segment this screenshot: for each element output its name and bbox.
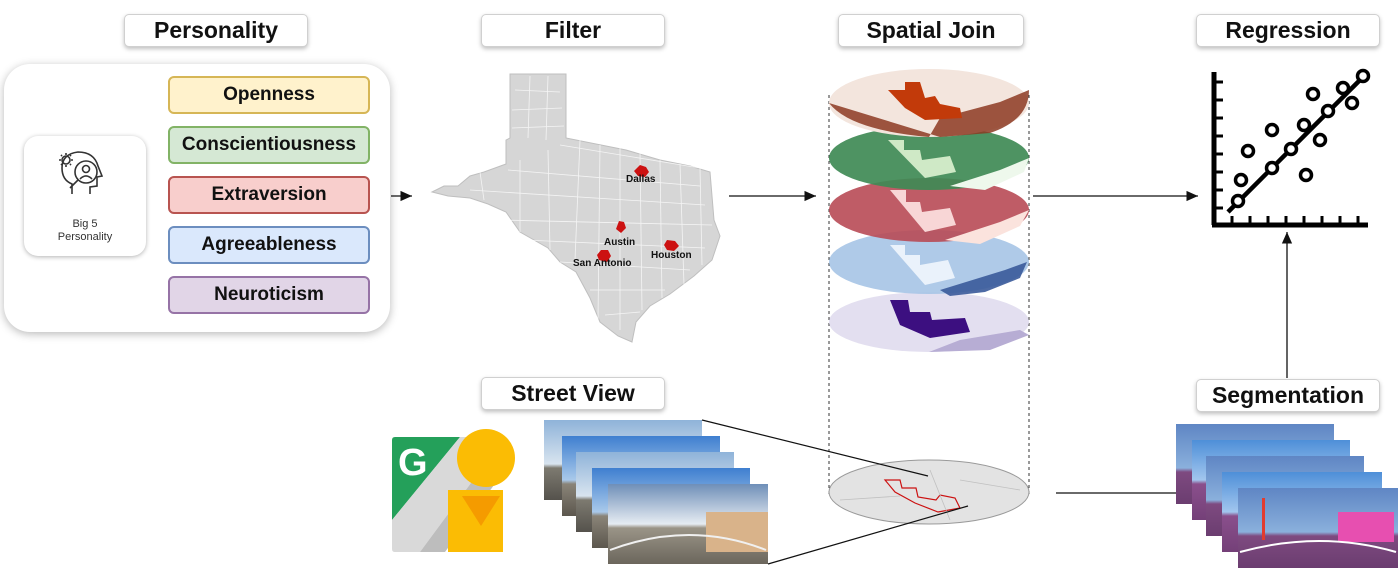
big5-label-line1: Big 5 xyxy=(72,218,98,230)
stage-title-spatial-join-text: Spatial Join xyxy=(866,17,996,43)
street-view-images xyxy=(544,419,969,565)
street-view-logo-graphic xyxy=(392,429,515,552)
layer-1 xyxy=(829,69,1029,137)
stage-title-regression-text: Regression xyxy=(1225,17,1351,43)
city-label-dallas: Dallas xyxy=(626,174,656,185)
layer-5 xyxy=(829,292,1029,352)
trait-agreeableness-label: Agreeableness xyxy=(201,234,337,255)
segmentation-images xyxy=(1176,424,1398,568)
big5-label: Big 5 Personality xyxy=(24,218,146,244)
stage-title-personality: Personality xyxy=(124,14,308,47)
trait-conscientiousness: Conscientiousness xyxy=(168,126,370,164)
stage-title-segmentation-text: Segmentation xyxy=(1211,382,1365,408)
layer-4 xyxy=(829,230,1029,296)
houston-marker xyxy=(664,240,679,251)
personality-head-icon xyxy=(59,151,104,194)
street-view-logo-letter: G xyxy=(398,442,428,484)
stage-title-spatial-join: Spatial Join xyxy=(838,14,1024,47)
austin-marker xyxy=(616,221,626,233)
stage-title-street-view: Street View xyxy=(481,377,665,410)
layer-2 xyxy=(829,126,1029,190)
big5-card: Big 5 Personality xyxy=(24,136,146,256)
stage-title-regression: Regression xyxy=(1196,14,1380,47)
spatial-join-stack xyxy=(828,69,1030,525)
city-label-houston: Houston xyxy=(651,250,692,261)
trait-extraversion: Extraversion xyxy=(168,176,370,214)
stage-title-personality-text: Personality xyxy=(154,17,278,43)
city-label-san-antonio: San Antonio xyxy=(573,258,632,269)
dallas-marker xyxy=(634,165,649,177)
regression-plot xyxy=(1211,68,1371,228)
trait-openness: Openness xyxy=(168,76,370,114)
trait-openness-label: Openness xyxy=(223,84,315,105)
base-map-layer xyxy=(828,459,1030,525)
stage-title-filter-text: Filter xyxy=(544,17,602,43)
san-antonio-marker xyxy=(597,250,611,262)
layer-3 xyxy=(829,178,1029,244)
stage-title-filter: Filter xyxy=(481,14,665,47)
trait-conscientiousness-label: Conscientiousness xyxy=(181,134,357,155)
trait-agreeableness: Agreeableness xyxy=(168,226,370,264)
texas-map xyxy=(430,73,721,343)
big5-label-line2: Personality xyxy=(57,231,113,243)
stage-title-segmentation: Segmentation xyxy=(1196,379,1380,412)
city-label-austin: Austin xyxy=(604,237,636,248)
trait-neuroticism-label: Neuroticism xyxy=(214,284,324,305)
trait-extraversion-label: Extraversion xyxy=(211,184,327,205)
stage-title-street-view-text: Street View xyxy=(511,380,635,406)
trait-neuroticism: Neuroticism xyxy=(168,276,370,314)
